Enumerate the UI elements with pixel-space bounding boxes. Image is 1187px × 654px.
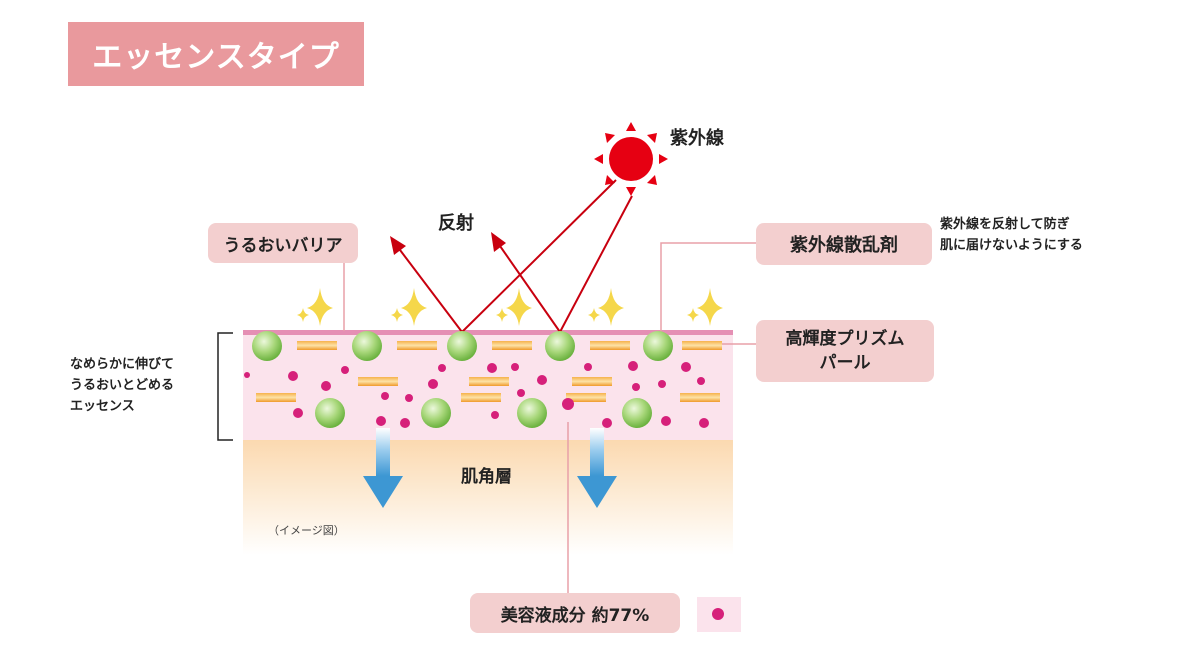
ingredient-dot — [491, 411, 499, 419]
essence-bracket — [217, 332, 233, 441]
legend-dot — [712, 608, 724, 620]
sparkle-icon — [297, 308, 309, 322]
ingredient-dot — [405, 394, 413, 402]
uv-scatter-connector — [660, 242, 756, 333]
ingredient-dot — [562, 398, 574, 410]
essence-desc-line-3: エッセンス — [70, 399, 135, 414]
ingredient-dot — [376, 416, 386, 426]
ingredient-dot — [681, 362, 691, 372]
prism-pearl — [297, 341, 337, 350]
ingredient-dot — [321, 381, 331, 391]
sparkle-icons — [297, 288, 723, 326]
prism-pearl-line-2: パール — [819, 353, 871, 373]
uv-scatter-particle — [622, 398, 652, 428]
ingredient-dot — [438, 364, 446, 372]
uv-ray-2 — [559, 195, 633, 333]
sparkle-icon — [307, 288, 333, 326]
sparkle-icon — [401, 288, 427, 326]
beauty-ingredient-label: 美容液成分 約77% — [470, 593, 680, 633]
reflection-arrowhead-1 — [390, 236, 406, 255]
uv-scatter-description: 紫外線を反射して防ぎ 肌に届けないようにする — [940, 214, 1083, 256]
moisture-barrier-label: うるおいバリア — [208, 223, 358, 263]
reflection-label: 反射 — [438, 213, 474, 234]
uv-scatter-particles — [252, 331, 673, 428]
penetration-arrow-2-icon — [577, 428, 617, 508]
reflection-ray-2 — [499, 245, 561, 333]
uv-scatter-particle — [643, 331, 673, 361]
penetration-arrow-1-icon — [363, 428, 403, 508]
ingredient-dot — [632, 383, 640, 391]
ingredient-dot — [661, 416, 671, 426]
ingredient-dot — [487, 363, 497, 373]
prism-pearl-line-1: 高輝度プリズム — [785, 329, 905, 349]
ingredient-dot — [697, 377, 705, 385]
ingredient-dot — [293, 408, 303, 418]
moisture-barrier-line — [243, 330, 733, 335]
sparkle-icon — [598, 288, 624, 326]
prism-pearl — [682, 341, 722, 350]
image-note: （イメージ図） — [268, 524, 345, 537]
ingredient-dot — [400, 418, 410, 428]
uv-ray-1 — [461, 179, 617, 333]
prism-pearl — [256, 393, 296, 402]
ingredient-dot — [584, 363, 592, 371]
beauty-ingredient-dots — [244, 361, 709, 428]
ingredient-dot — [341, 366, 349, 374]
essence-desc-line-2: うるおいとどめる — [70, 378, 175, 393]
ingredient-dot — [381, 392, 389, 400]
prism-pearl — [680, 393, 720, 402]
prism-pearl — [492, 341, 532, 350]
uv-scatter-particle — [421, 398, 451, 428]
essence-description: なめらかに伸びて うるおいとどめる エッセンス — [70, 354, 174, 417]
uv-scatter-particle — [517, 398, 547, 428]
prism-pearl — [566, 393, 606, 402]
skin-layer — [243, 440, 733, 555]
sparkle-icon — [391, 308, 403, 322]
uv-label: 紫外線 — [670, 128, 724, 149]
uv-scatter-desc-line-2: 肌に届けないようにする — [940, 238, 1083, 253]
uv-scatter-particle — [352, 331, 382, 361]
ingredient-dot — [537, 375, 547, 385]
uv-scatter-particle — [447, 331, 477, 361]
uv-scatter-particle — [315, 398, 345, 428]
uv-scatter-label: 紫外線散乱剤 — [756, 223, 932, 265]
ingredient-dot — [511, 363, 519, 371]
uv-scatter-particle — [545, 331, 575, 361]
prism-pearl — [397, 341, 437, 350]
sun-icon — [594, 122, 668, 196]
page-title: エッセンスタイプ — [68, 22, 364, 86]
essence-desc-line-1: なめらかに伸びて — [70, 357, 175, 372]
ingredient-dot — [244, 372, 250, 378]
prism-pearl — [358, 377, 398, 386]
prism-pearl — [461, 393, 501, 402]
ingredient-dot — [658, 380, 666, 388]
uv-scatter-desc-line-1: 紫外線を反射して防ぎ — [940, 217, 1070, 232]
ingredient-dot — [428, 379, 438, 389]
ingredient-dot — [517, 389, 525, 397]
prism-pearl — [590, 341, 630, 350]
ingredient-dot — [288, 371, 298, 381]
sparkle-icon — [687, 308, 699, 322]
prism-pearl — [572, 377, 612, 386]
sparkle-icon — [506, 288, 532, 326]
uv-scatter-particle — [252, 331, 282, 361]
sparkle-icon — [697, 288, 723, 326]
sparkle-icon — [588, 308, 600, 322]
sparkle-icon — [496, 308, 508, 322]
prism-pearls — [256, 341, 722, 402]
prism-pearl-label: 高輝度プリズム パール — [756, 320, 934, 382]
stratum-corneum-label: 肌角層 — [461, 467, 512, 487]
reflection-arrowhead-2 — [491, 232, 506, 252]
prism-pearl — [469, 377, 509, 386]
ingredient-dot — [628, 361, 638, 371]
ingredient-dot — [699, 418, 709, 428]
reflection-ray-1 — [399, 249, 463, 333]
ingredient-dot — [602, 418, 612, 428]
